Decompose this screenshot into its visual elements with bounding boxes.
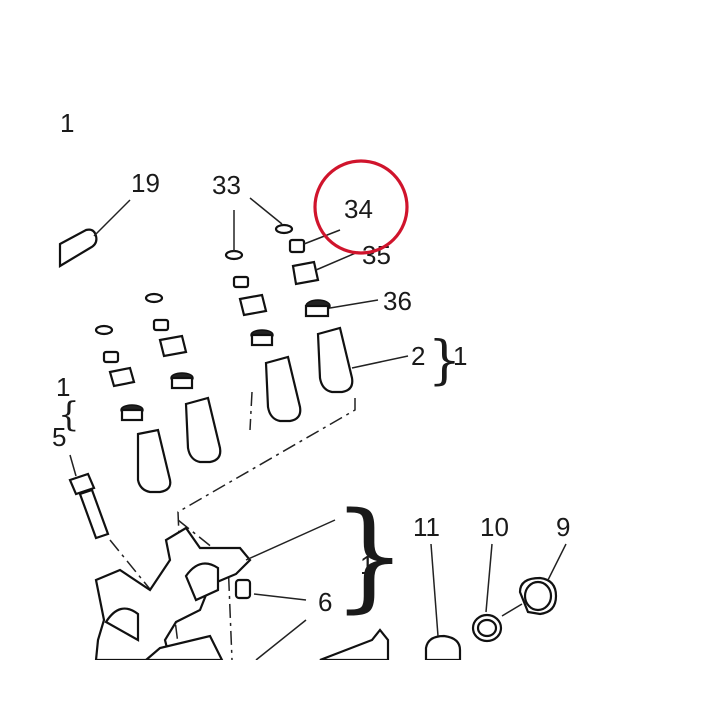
cylinder-head: [94, 526, 252, 662]
valve-stack-4: [274, 223, 354, 394]
label-2: 2: [411, 341, 425, 371]
label-9: 9: [556, 512, 570, 542]
valve-stack-3: [224, 249, 302, 423]
brace-left: {: [58, 395, 80, 435]
label-1-top-left: 1: [60, 108, 74, 138]
leader-lines: [233, 197, 409, 661]
valve-stack-1: [94, 324, 172, 494]
part-6-sleeve: [234, 578, 252, 600]
highlight-circle: [313, 159, 409, 255]
label-33: 33: [212, 170, 241, 200]
lower-housing-fragment: [319, 628, 390, 662]
brace-part-2: }: [428, 331, 461, 391]
label-19: 19: [131, 168, 160, 198]
label-10: 10: [480, 512, 509, 542]
label-36: 36: [383, 286, 412, 316]
label-left-group-5: 5: [52, 422, 66, 452]
label-2-group: 1: [453, 341, 467, 371]
part-9-plug: [501, 543, 567, 617]
part-11-plug: [424, 543, 462, 662]
bottom-crop: [0, 660, 720, 720]
brace-part-6: }: [332, 486, 407, 624]
part-19-rod: [58, 199, 131, 268]
label-left-group-1: 1: [56, 372, 70, 402]
label-6-group: 1: [360, 550, 374, 580]
label-6: 6: [318, 587, 332, 617]
valve-stack-2: [144, 292, 222, 464]
part-5-bolt: [68, 454, 110, 540]
label-34: 34: [344, 194, 373, 224]
label-11: 11: [413, 512, 440, 542]
part-10-washer: [471, 543, 503, 643]
